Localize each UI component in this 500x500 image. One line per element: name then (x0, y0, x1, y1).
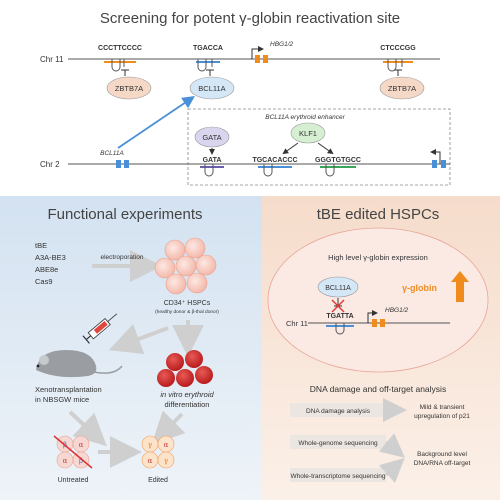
syringe-icon (82, 313, 118, 344)
seq-left: CCCTTCCCC (98, 45, 142, 52)
right-panel-title: tBE edited HSPCs (317, 206, 440, 223)
svg-text:α: α (164, 441, 169, 449)
motif-gggtgtgcc: GGGTGTGCC (315, 157, 361, 164)
zbtb7a-left-label: ZBTB7A (115, 84, 143, 93)
editor-2: A3A-BE3 (35, 253, 66, 262)
seq-mid: TGACCA (193, 45, 223, 52)
block-cross-icon (331, 299, 345, 313)
bcl11a-gene-label: BCL11A (100, 150, 124, 157)
xeno-label-2: in NBSGW mice (35, 395, 89, 404)
gata-protein (194, 126, 230, 148)
wts-label: Whole-transcriptome sequencing (290, 473, 385, 480)
top-title: Screening for potent γ-globin reactivati… (100, 10, 400, 27)
svg-text:γ: γ (164, 457, 168, 465)
result-2-line-1: Background level (417, 451, 467, 458)
bcl11a-protein (189, 76, 235, 100)
edited-cells-icon: γ α α γ (141, 435, 175, 469)
editor-4: Cas9 (35, 277, 53, 286)
bcl11a-right-label: BCL11A (325, 285, 351, 292)
wgs-label: Whole-genome sequencing (298, 440, 378, 447)
hspc-cluster-icon (154, 237, 217, 295)
wgs-box (290, 435, 386, 449)
hbg-label: HBG1/2 (270, 41, 294, 48)
oval-title: High level γ-globin expression (328, 253, 428, 262)
bcl11a-protein-right (317, 276, 359, 298)
klf1-protein-label: KLF1 (299, 129, 317, 138)
svg-text:γ: γ (148, 441, 152, 449)
hbg-right-label: HBG1/2 (385, 307, 409, 314)
hbg-exon-1 (255, 55, 260, 63)
result-1-line-2: upregulation of p21 (414, 413, 470, 420)
dna-damage-box (290, 403, 386, 417)
zbtb7a-left (106, 76, 152, 100)
hspc-sublabel: (healthy donor & β-thal donor) (155, 309, 219, 315)
enhancer-box (187, 108, 451, 186)
svg-text:α: α (148, 457, 153, 465)
binding-site-right-icon (387, 59, 403, 72)
bcl11a-exon-1 (116, 160, 121, 168)
dna-analysis-title: DNA damage and off-target analysis (310, 384, 446, 394)
result-1-line-1: Mild & transient (420, 404, 465, 411)
binding-site-mid-icon (197, 59, 213, 72)
red-blood-cell-icon (157, 350, 213, 387)
untreated-cells-icon: β α α β (53, 435, 93, 469)
invitro-label-2: differentiation (165, 400, 210, 409)
svg-text:β: β (79, 457, 83, 465)
hbg-exon-2 (263, 55, 268, 63)
up-arrow-icon (451, 271, 469, 302)
bcl11a-exon-3 (432, 160, 437, 168)
edited-label: Edited (148, 477, 168, 484)
bcl11a-exon-4 (441, 160, 446, 168)
enhancer-label: BCL11A erythroid enhancer (265, 114, 345, 121)
expression-oval (267, 227, 489, 373)
dna-damage-label: DNA damage analysis (306, 408, 371, 415)
bcl11a-protein-label: BCL11A (198, 84, 225, 93)
xeno-label-1: Xenotransplantation (35, 385, 102, 394)
klf1-protein (290, 122, 326, 144)
svg-text:α: α (79, 441, 84, 449)
bcl11a-exon-2 (124, 160, 129, 168)
invitro-label-1: in vitro erythroid (160, 390, 214, 399)
binding-site-left-icon (111, 59, 125, 72)
gamma-globin-label: γ-globin (402, 283, 437, 293)
expression-arrow (117, 95, 195, 149)
mouse-icon (36, 350, 123, 378)
editor-3: ABE8e (35, 265, 58, 274)
zbtb7a-right-label: ZBTB7A (388, 84, 416, 93)
chr11-right-label: Chr 11 (286, 319, 308, 328)
result-2-line-2: DNA/RNA off-target (414, 460, 471, 467)
svg-text:α: α (63, 457, 68, 465)
chr2-label: Chr 2 (40, 160, 60, 169)
seq-right: CTCCCGG (380, 45, 416, 52)
zbtb7a-right (379, 76, 425, 100)
hspc-label: CD34⁺ HSPCs (164, 300, 211, 307)
chr11-label: Chr 11 (40, 55, 64, 64)
untreated-label: Untreated (58, 477, 89, 484)
gata-protein-label: GATA (202, 133, 221, 142)
left-panel-title: Functional experiments (47, 206, 202, 223)
electroporation-label: electroporation (101, 254, 144, 261)
gata-motif: GATA (203, 157, 222, 164)
wts-box (290, 468, 386, 482)
motif-tgcacaccc: TGCACACCC (252, 157, 297, 164)
mutant-seq: TGATTA (326, 313, 353, 320)
editor-1: tBE (35, 241, 47, 250)
to-xeno-arrow (108, 323, 169, 354)
